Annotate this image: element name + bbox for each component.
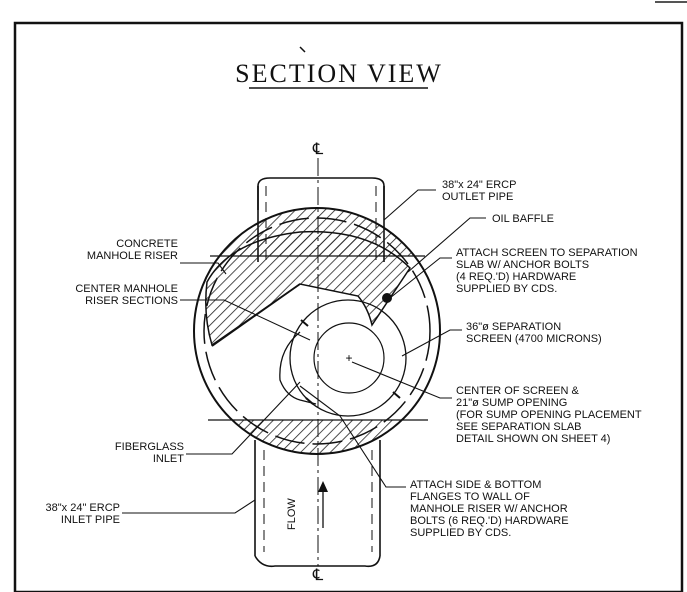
screen-center-mark: + [345,351,352,365]
svg-text:MANHOLE RISER W/ ANCHOR: MANHOLE RISER W/ ANCHOR [410,503,568,515]
label-oil-baffle: OIL BAFFLE [492,213,554,225]
svg-text:DETAIL SHOWN ON SHEET 4): DETAIL SHOWN ON SHEET 4) [456,433,610,445]
svg-text:38"x 24" ERCP: 38"x 24" ERCP [442,179,516,191]
screen-flange-bolt-2 [392,391,401,399]
centerline-symbol-top: ℄ [312,141,324,158]
anchor-bolt-dot [382,293,392,303]
flow-label: FLOW [286,498,298,530]
label-separation-screen: 36"ø SEPARATION SCREEN (4700 MICRONS) [466,321,602,345]
svg-text:38"x 24" ERCP: 38"x 24" ERCP [46,502,120,514]
label-attach-side: ATTACH SIDE & BOTTOM FLANGES TO WALL OF … [410,479,569,539]
svg-text:FLANGES TO WALL OF: FLANGES TO WALL OF [410,491,530,503]
svg-text:CENTER MANHOLE: CENTER MANHOLE [75,283,178,295]
svg-text:ATTACH SCREEN TO SEPARATION: ATTACH SCREEN TO SEPARATION [456,247,638,259]
svg-text:INLET: INLET [153,453,184,465]
drawing-border [13,21,684,592]
title-tick [299,46,306,53]
svg-text:36"ø SEPARATION: 36"ø SEPARATION [466,321,561,333]
svg-text:CENTER OF SCREEN &: CENTER OF SCREEN & [456,385,580,397]
svg-text:21"ø SUMP OPENING: 21"ø SUMP OPENING [456,397,567,409]
label-attach-screen: ATTACH SCREEN TO SEPARATION SLAB W/ ANCH… [456,247,638,295]
svg-text:SUPPLIED BY CDS.: SUPPLIED BY CDS. [456,283,557,295]
svg-text:OIL BAFFLE: OIL BAFFLE [492,213,554,225]
fiberglass-inlet [279,331,317,405]
section-title: SECTION VIEW [235,59,443,88]
manhole-outer-wall [193,207,441,455]
svg-text:FIBERGLASS: FIBERGLASS [115,441,184,453]
inlet-bolt [305,397,314,405]
label-fiberglass-inlet: FIBERGLASS INLET [115,441,184,465]
separation-slab [205,230,411,347]
manhole-inner-wall [203,217,431,445]
svg-text:SLAB W/ ANCHOR BOLTS: SLAB W/ ANCHOR BOLTS [456,259,589,271]
svg-text:SEE SEPARATION SLAB: SEE SEPARATION SLAB [456,421,582,433]
label-center-of-screen: CENTER OF SCREEN & 21"ø SUMP OPENING (FO… [456,385,642,445]
flow-arrowhead [318,481,328,492]
svg-text:MANHOLE RISER: MANHOLE RISER [87,250,178,262]
separation-screen-inner [313,322,385,394]
label-inlet-pipe: 38"x 24" ERCP INLET PIPE [46,502,120,526]
svg-text:OUTLET PIPE: OUTLET PIPE [442,191,513,203]
inlet-pipe [254,440,381,568]
svg-text:CONCRETE: CONCRETE [116,238,178,250]
svg-text:SCREEN (4700 MICRONS): SCREEN (4700 MICRONS) [466,333,602,345]
centerline-symbol-bottom: ℄ [312,567,324,584]
svg-text:INLET PIPE: INLET PIPE [61,514,120,526]
label-concrete-riser: CONCRETE MANHOLE RISER [87,238,178,262]
svg-text:BOLTS (6 REQ.'D) HARDWARE: BOLTS (6 REQ.'D) HARDWARE [410,515,569,527]
svg-text:(4 REQ.'D) HARDWARE: (4 REQ.'D) HARDWARE [456,271,576,283]
svg-text:SUPPLIED BY CDS.: SUPPLIED BY CDS. [410,527,511,539]
label-center-riser: CENTER MANHOLE RISER SECTIONS [75,283,178,307]
separation-screen-outer [289,299,407,417]
svg-text:(FOR SUMP OPENING PLACEMENT: (FOR SUMP OPENING PLACEMENT [456,409,642,421]
label-outlet-pipe: 38"x 24" ERCP OUTLET PIPE [442,179,516,203]
svg-text:ATTACH SIDE & BOTTOM: ATTACH SIDE & BOTTOM [410,479,541,491]
screen-flange-bolt-1 [300,319,309,327]
leader-lines [122,189,486,514]
svg-text:RISER SECTIONS: RISER SECTIONS [85,295,178,307]
